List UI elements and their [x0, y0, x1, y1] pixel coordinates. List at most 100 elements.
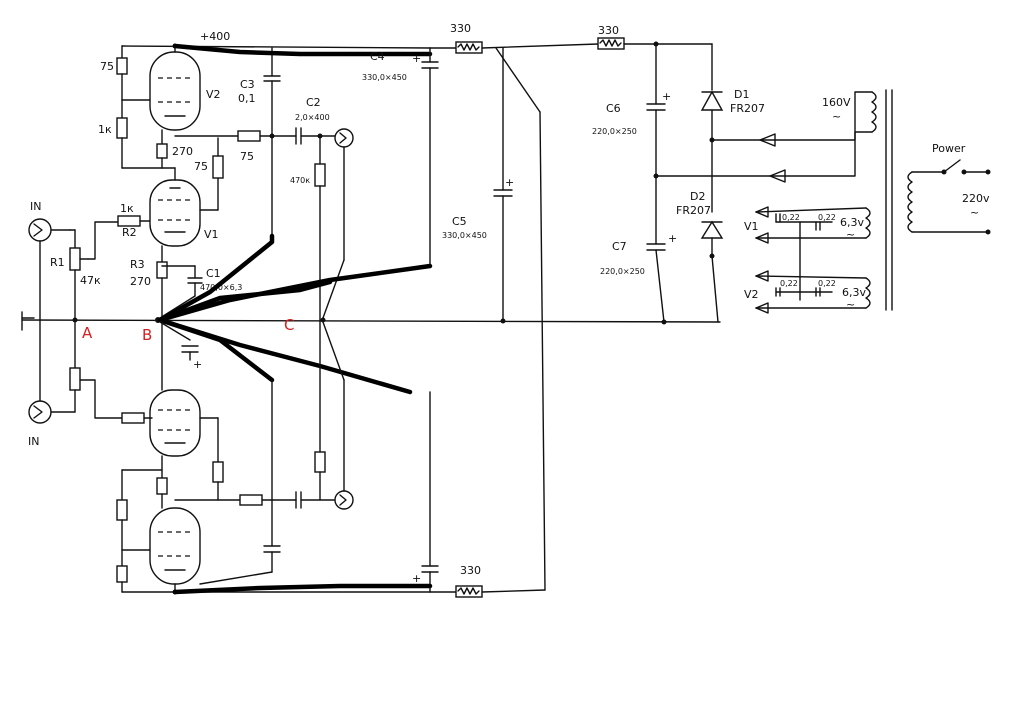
label-c1: C1 — [206, 267, 221, 280]
label-sec-hv: 160V — [822, 96, 851, 109]
label-r330-top2: 330 — [598, 24, 619, 37]
label-c4-value: 330,0×450 — [362, 73, 407, 82]
label-cap-022-b: 0,22 — [818, 213, 836, 222]
label-c6: C6 — [606, 102, 621, 115]
label-mains-tilde: ~ — [970, 206, 979, 219]
ground-wire-2 — [157, 263, 433, 323]
label-c3: C3 — [240, 78, 255, 91]
label-r2-value: 1к — [120, 202, 134, 215]
capacitor-c2 — [295, 127, 336, 145]
label-r330-bottom: 330 — [460, 564, 481, 577]
capacitor-c6: + — [646, 43, 671, 245]
transformer-primary — [907, 171, 989, 233]
label-r1-value: 47к — [80, 274, 101, 287]
svg-text:+: + — [505, 176, 514, 189]
tube-v1-bottom — [149, 389, 201, 457]
bplus-bus-top — [172, 43, 433, 57]
label-cap-022-a: 0,22 — [782, 213, 800, 222]
resistor-r2 — [117, 215, 153, 227]
heater-v1-supply — [755, 206, 871, 301]
label-sec-tilde: ~ — [832, 110, 841, 123]
resistor-270-mid — [156, 143, 168, 159]
label-d2: D2 — [690, 190, 705, 203]
label-heater-v2: V2 — [744, 288, 759, 301]
point-b-marker: B — [142, 326, 152, 344]
resistor-1k-bottom — [116, 499, 128, 521]
label-c1-value: 470,0×6,3 — [200, 283, 242, 292]
label-c2: C2 — [306, 96, 321, 109]
capacitor-c5: + — [493, 176, 514, 322]
label-h-tilde-v1: ~ — [846, 228, 855, 241]
label-c7-value: 220,0×250 — [600, 267, 645, 276]
point-c-marker: C — [284, 316, 294, 334]
label-r-75-out: 75 — [240, 150, 254, 163]
label-r-470k: 470к — [290, 176, 310, 185]
resistor-470k-bottom — [314, 451, 326, 473]
svg-text:+: + — [412, 572, 421, 585]
label-power: Power — [932, 142, 966, 155]
potentiometer-r1 — [69, 221, 119, 321]
label-h-tilde-v2: ~ — [846, 298, 855, 311]
ground-bus — [21, 311, 721, 331]
capacitor-c4: + — [412, 47, 439, 267]
label-in-bottom: IN — [28, 435, 39, 448]
label-mains: 220v — [962, 192, 990, 205]
resistor-r3 — [156, 245, 168, 321]
output-jack-top — [322, 128, 354, 319]
label-h-63-v2: 6,3v — [842, 286, 866, 299]
svg-text:+: + — [193, 358, 202, 371]
power-switch[interactable] — [941, 159, 991, 235]
label-heater-v1: V1 — [744, 220, 759, 233]
label-v1: V1 — [204, 228, 219, 241]
label-r3-value: 270 — [130, 275, 151, 288]
label-c5-value: 330,0×450 — [442, 231, 487, 240]
potentiometer-bottom — [69, 319, 123, 419]
label-c3-value: 0,1 — [238, 92, 256, 105]
transformer-secondary-hv — [655, 91, 877, 183]
resistor-75-mid — [212, 155, 224, 179]
ground-wire-5 — [157, 317, 413, 395]
resistor-270-bottom — [156, 477, 168, 495]
tube-v2-bottom — [149, 507, 201, 585]
bplus-bus-bottom — [172, 583, 433, 595]
tube-v1 — [149, 179, 201, 247]
output-jack-bottom — [322, 321, 354, 510]
label-v2: V2 — [206, 88, 221, 101]
capacitor-c7: + — [646, 232, 677, 323]
heater-v2-supply — [755, 270, 871, 314]
svg-text:+: + — [412, 52, 421, 65]
label-c5: C5 — [452, 215, 467, 228]
svg-text:+: + — [668, 232, 677, 245]
resistor-grid-bottom — [121, 412, 145, 424]
ground-wire-3 — [157, 279, 333, 323]
resistor-75-bottom — [116, 565, 128, 583]
label-r2: R2 — [122, 226, 137, 239]
resistor-1k-upper — [116, 117, 128, 139]
svg-text:+: + — [662, 90, 671, 103]
label-r-1k-upper: 1к — [98, 123, 112, 136]
label-d2-value: FR207 — [676, 204, 711, 217]
label-c7: C7 — [612, 240, 627, 253]
capacitor-c1-bottom: + — [159, 321, 202, 371]
ground-wire-1 — [157, 233, 275, 323]
diode-d1 — [700, 43, 724, 213]
label-h-63-v1: 6,3v — [840, 216, 864, 229]
label-c6-value: 220,0×250 — [592, 127, 637, 136]
resistor-470k — [314, 163, 326, 187]
label-plus400: +400 — [200, 30, 230, 43]
label-c4: C4 — [370, 50, 385, 63]
diode-d2 — [700, 220, 724, 323]
resistor-75-mid-bottom — [212, 461, 224, 483]
resistor-75-out-bottom — [239, 494, 263, 506]
resistor-75-out — [237, 130, 261, 142]
point-a-marker: A — [82, 324, 93, 342]
label-in-top: IN — [30, 200, 41, 213]
label-r-75-top: 75 — [100, 60, 114, 73]
capacitor-c3 — [263, 47, 281, 241]
label-d1: D1 — [734, 88, 749, 101]
label-c2-value: 2,0×400 — [295, 113, 330, 122]
input-jack-top — [28, 218, 71, 321]
label-r-75-mid: 75 — [194, 160, 208, 173]
label-cap-022-c: 0,22 — [780, 279, 798, 288]
label-r330-top1: 330 — [450, 22, 471, 35]
